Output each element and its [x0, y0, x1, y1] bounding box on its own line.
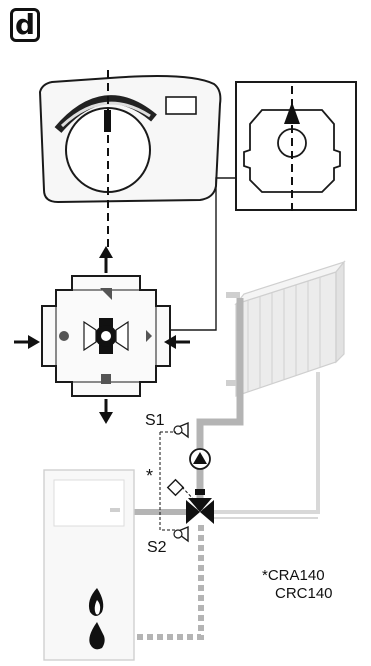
radiator [226, 260, 346, 397]
sensor-s1 [173, 421, 189, 439]
pump [189, 448, 211, 470]
arrow-down-icon [99, 399, 113, 424]
step-label: d [10, 8, 40, 42]
valve-label-s1: S1 [145, 412, 165, 429]
arrow-up-icon [99, 246, 113, 273]
mixing-valve-symbol [186, 489, 214, 524]
boiler [43, 469, 135, 661]
model-label-line1: *CRA140 [262, 567, 325, 584]
model-label-line2: CRC140 [275, 585, 333, 602]
valve-label-s2: S2 [147, 539, 167, 556]
arrow-right-icon [14, 335, 40, 349]
water-drop-icon [89, 622, 105, 650]
valve-body-top-view [41, 275, 171, 397]
actuator [38, 70, 222, 248]
valve-label-star: * [146, 466, 154, 486]
signal-lines [159, 431, 197, 531]
room-sensor [166, 478, 185, 497]
flame-icon [88, 588, 104, 616]
adapter-detail-inset [164, 81, 357, 331]
arrow-left-icon [164, 335, 190, 349]
sensor-s2 [173, 525, 189, 543]
